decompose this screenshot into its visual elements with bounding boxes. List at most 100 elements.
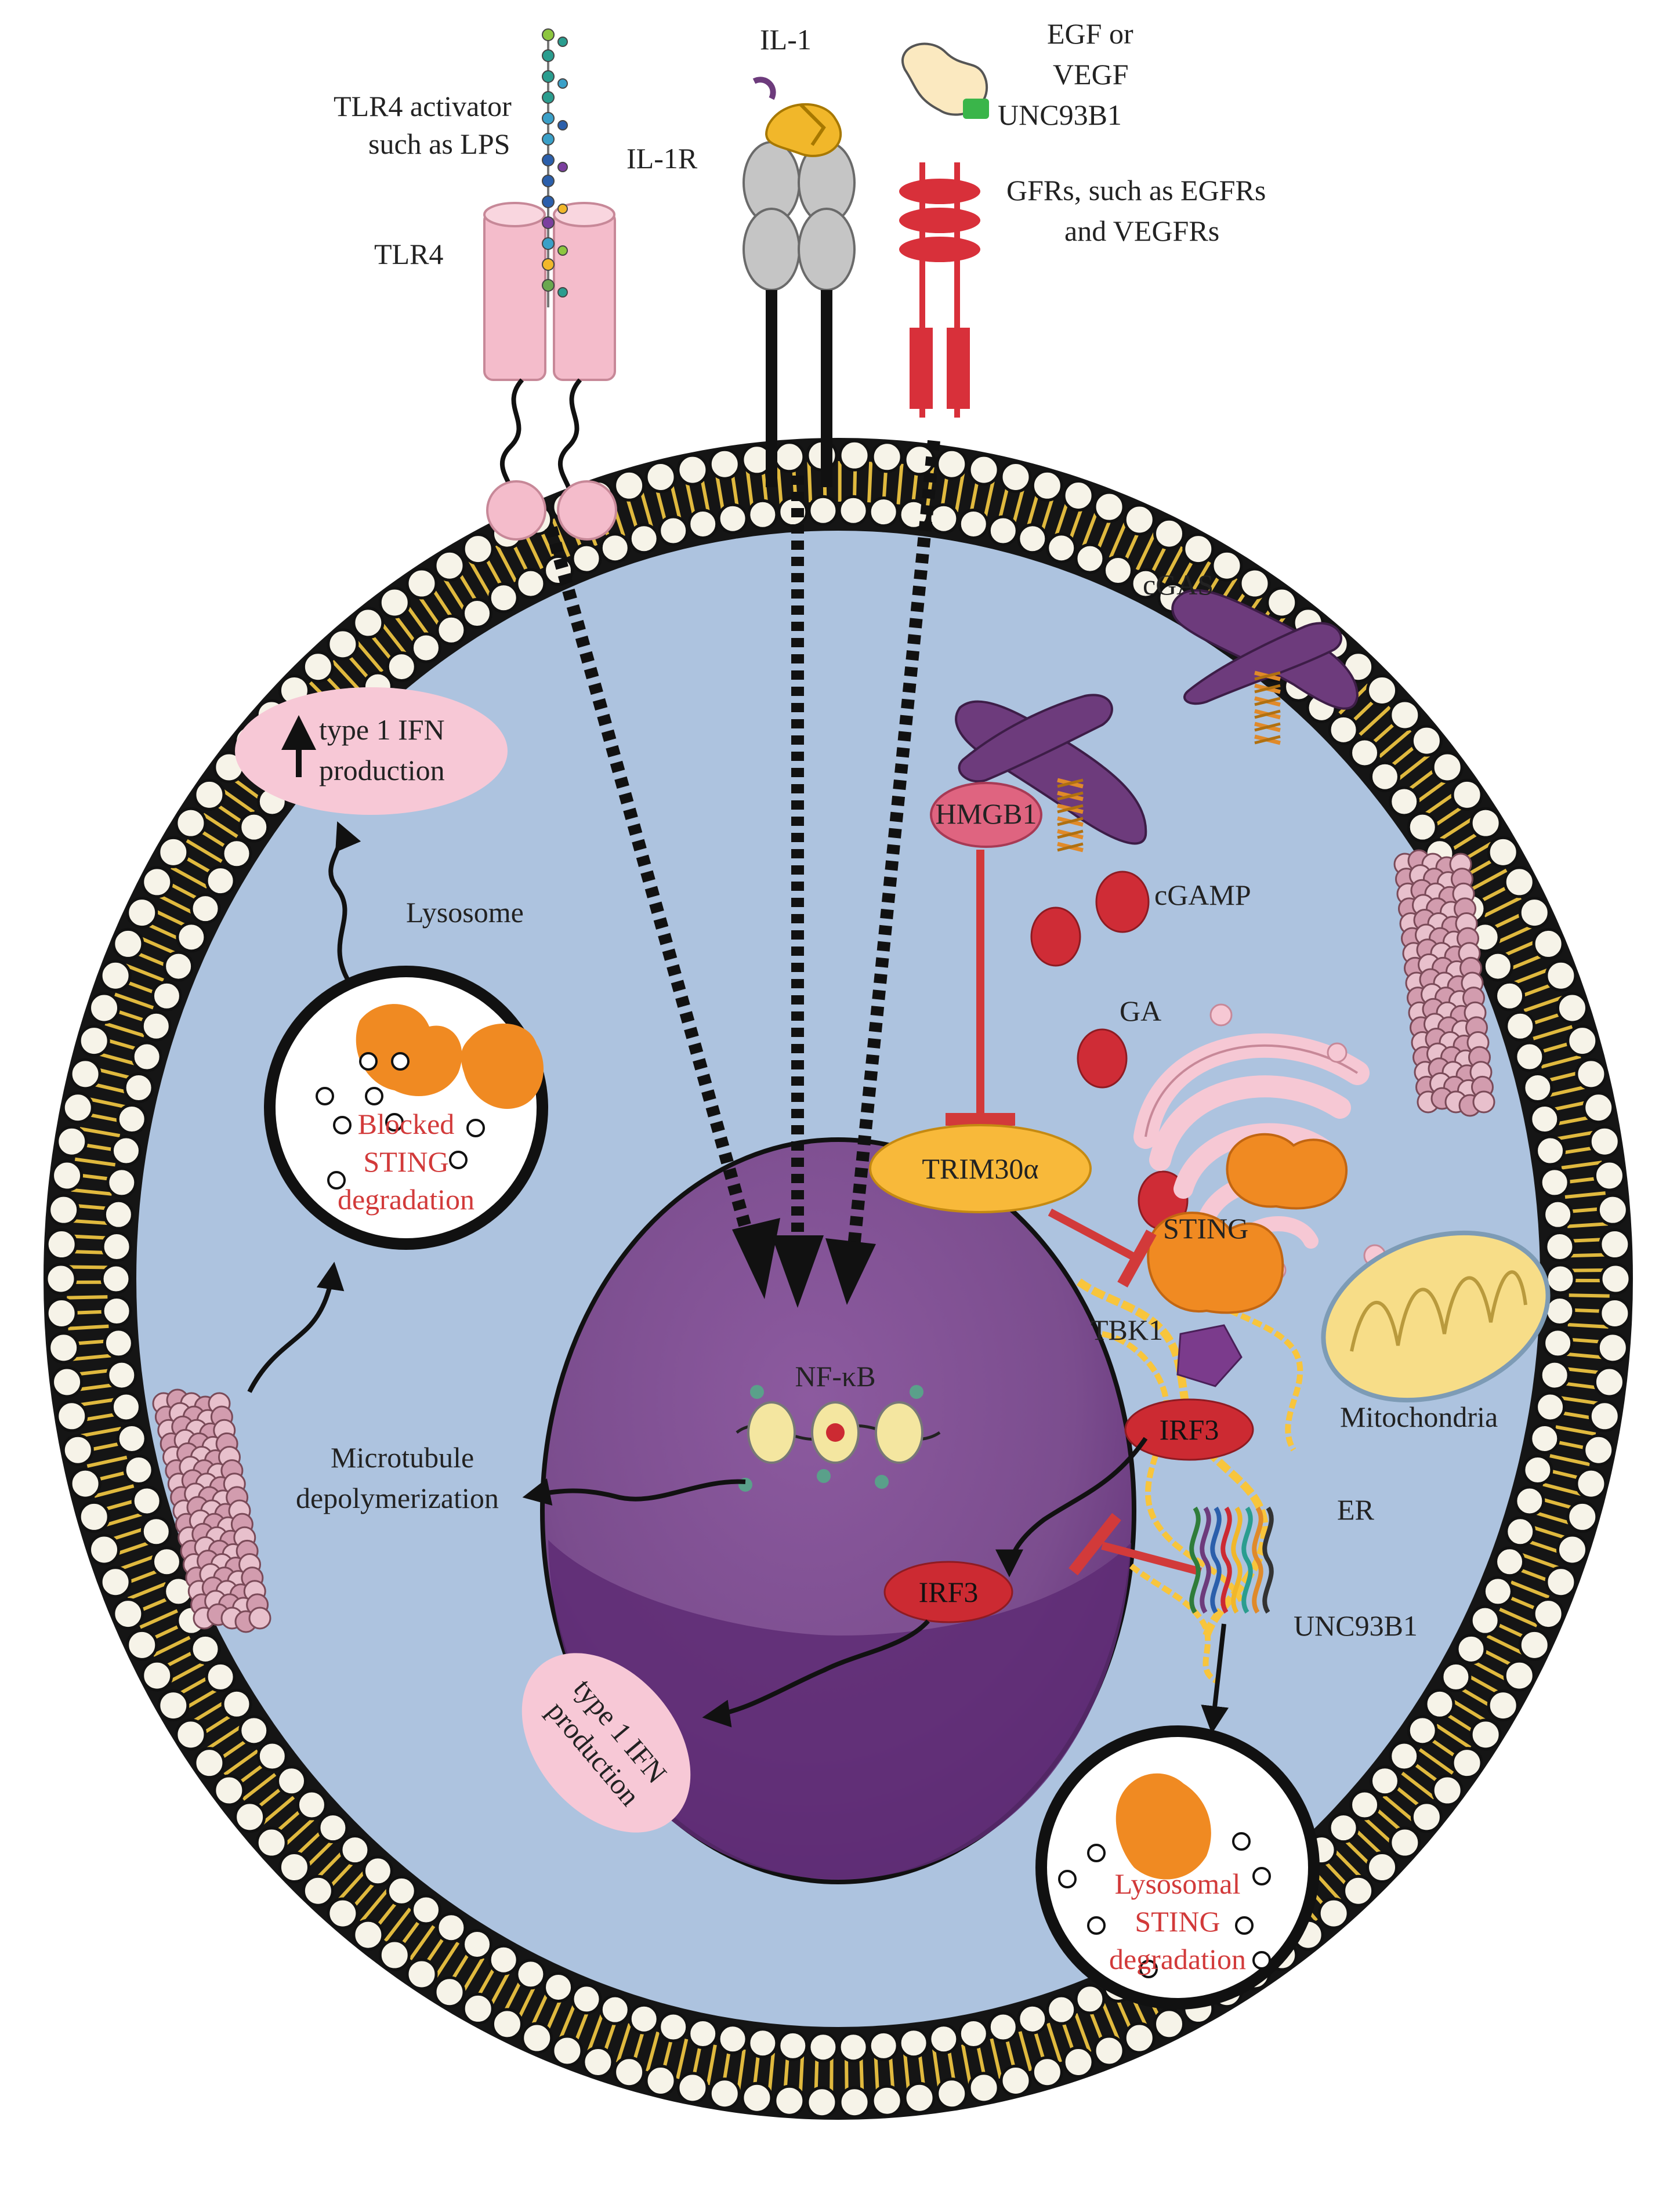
dna-strand bbox=[1057, 778, 1084, 788]
nucleus bbox=[540, 1137, 1136, 1884]
er-label: ER bbox=[1337, 1493, 1375, 1526]
lipid-head bbox=[1532, 1598, 1564, 1630]
tubulin-bead bbox=[248, 1607, 271, 1630]
lipid-head bbox=[871, 2084, 903, 2117]
cgamp-label: cGAMP bbox=[1154, 879, 1251, 911]
lipid-head bbox=[1556, 1533, 1588, 1566]
lipid-head bbox=[1431, 751, 1464, 784]
lipid-head bbox=[928, 2024, 959, 2055]
lipid-head bbox=[61, 1434, 94, 1466]
lps-bead bbox=[542, 237, 555, 250]
lps-bead bbox=[542, 28, 555, 41]
lipid-head bbox=[1522, 1455, 1553, 1486]
cgas-top-arm bbox=[1183, 622, 1342, 705]
irf3-upper-label: IRF3 bbox=[1160, 1413, 1219, 1446]
lps-bead bbox=[557, 37, 568, 47]
ifn-top-label-2: production bbox=[319, 754, 445, 786]
microtubule-right bbox=[1393, 849, 1495, 1117]
lipid-head bbox=[101, 1231, 132, 1263]
lipid-head bbox=[221, 838, 252, 869]
lps-bead bbox=[542, 175, 555, 187]
lipid-head bbox=[1588, 1125, 1621, 1158]
il1r-arrowhead bbox=[772, 1235, 824, 1308]
lipid-head bbox=[777, 2030, 809, 2061]
lipid-head bbox=[1588, 1400, 1621, 1433]
lipid-head bbox=[1544, 1231, 1575, 1263]
lipid-head bbox=[462, 533, 494, 565]
lipid-head bbox=[571, 1983, 602, 2015]
lipid-head bbox=[1349, 737, 1381, 768]
helix bbox=[1231, 1506, 1243, 1614]
lipid-head bbox=[234, 1801, 266, 1833]
lipid-head bbox=[1046, 532, 1077, 564]
sting-blob bbox=[356, 1004, 462, 1096]
lipid-head bbox=[163, 951, 194, 982]
lipid-head bbox=[1266, 586, 1298, 619]
lipid-head bbox=[1532, 927, 1564, 960]
unc93b1-er-label: UNC93B1 bbox=[1294, 1609, 1418, 1642]
lipid-head bbox=[491, 2008, 523, 2040]
lipid-head bbox=[903, 2082, 936, 2114]
lipid-head bbox=[741, 2082, 773, 2114]
lipid-head bbox=[362, 1855, 393, 1887]
lipid-head bbox=[378, 1939, 411, 1971]
lipid-head bbox=[1542, 1199, 1574, 1230]
lipid-head bbox=[1596, 1332, 1629, 1364]
lps-beads bbox=[542, 28, 568, 298]
lipid-head bbox=[433, 549, 466, 582]
lipid-head bbox=[582, 2046, 614, 2079]
lipid-head bbox=[488, 1944, 519, 1975]
lipid-head bbox=[1566, 1500, 1599, 1533]
helix bbox=[1189, 1506, 1201, 1614]
dna-strand bbox=[1057, 842, 1084, 852]
lipid-head bbox=[205, 1661, 236, 1692]
vesicle bbox=[1139, 1960, 1158, 1978]
histone-mark bbox=[750, 1385, 764, 1399]
lipid-head bbox=[1389, 699, 1421, 731]
lipid-head bbox=[571, 543, 602, 574]
lipid-head bbox=[1545, 1566, 1577, 1598]
vesicle bbox=[1232, 1832, 1251, 1851]
lipid-head bbox=[773, 2084, 806, 2117]
lipid-head bbox=[717, 503, 748, 534]
lipid-head bbox=[205, 865, 236, 897]
mitochondria-body bbox=[1321, 1230, 1551, 1403]
trim30a-label: TRIM30α bbox=[922, 1152, 1038, 1185]
trim30a-inhibition-bar bbox=[1117, 1230, 1157, 1288]
lipid-head bbox=[676, 454, 709, 486]
lipid-head bbox=[405, 567, 438, 600]
nfkb-chromatin bbox=[736, 1385, 941, 1492]
lipid-head bbox=[958, 2018, 989, 2050]
lyso-deg-label-3: degradation bbox=[1109, 1943, 1246, 1975]
tbk1 bbox=[1176, 1324, 1243, 1387]
il1r-domain-right-bottom bbox=[798, 208, 856, 291]
unc93b1-helices bbox=[1189, 1506, 1274, 1614]
tlr4-activator-label-1: TLR4 activator bbox=[334, 90, 512, 122]
lipid-head bbox=[1093, 491, 1125, 523]
lipid-head bbox=[88, 992, 121, 1024]
lipid-head bbox=[958, 508, 989, 539]
lipid-head bbox=[69, 1058, 102, 1090]
lipid-head bbox=[1599, 1228, 1631, 1261]
lipid-head bbox=[131, 1485, 162, 1517]
lipid-head bbox=[1366, 674, 1399, 706]
lipid-head bbox=[1494, 1546, 1526, 1578]
microtubule-label-2: depolymerization bbox=[296, 1482, 499, 1514]
microtubule-left bbox=[152, 1388, 271, 1633]
lps-bead bbox=[542, 279, 555, 292]
lipid-head bbox=[386, 1875, 417, 1906]
lipid-head bbox=[1503, 1659, 1535, 1692]
nucleus-shade bbox=[548, 1540, 1131, 1879]
vesicle bbox=[391, 1052, 410, 1071]
dna-strand bbox=[1254, 722, 1281, 732]
tlr4-cylinder-right-top bbox=[553, 202, 615, 227]
lipid-head bbox=[1130, 568, 1161, 599]
mitochondria bbox=[1321, 1230, 1551, 1403]
lipid-head bbox=[1566, 1025, 1599, 1057]
lipid-head bbox=[462, 1992, 494, 2025]
tlr4-receptor bbox=[483, 202, 617, 541]
microtubule-label-1: Microtubule bbox=[331, 1441, 474, 1474]
lipid-head bbox=[807, 495, 839, 526]
lipid-head bbox=[628, 523, 660, 554]
lipid-head bbox=[838, 2032, 869, 2063]
